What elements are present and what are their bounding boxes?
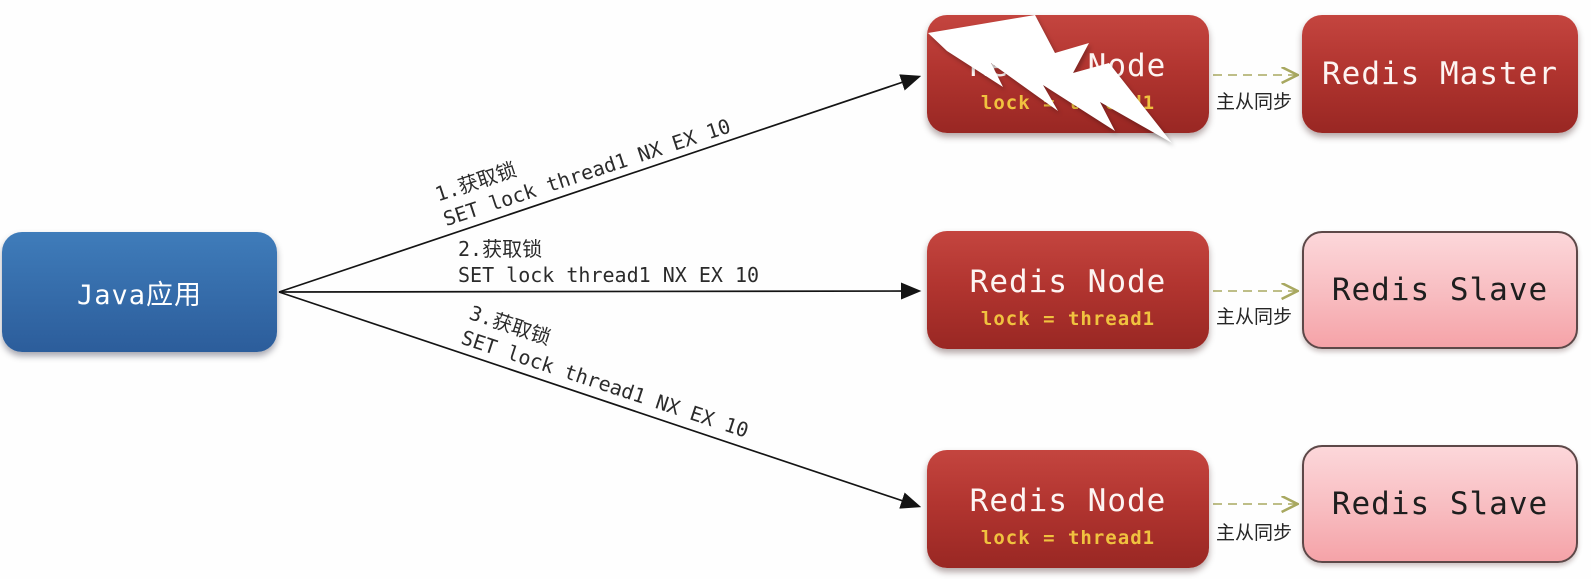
- arrow-acquire-2: [278, 282, 922, 300]
- sync-label-3: 主从同步: [1216, 522, 1293, 544]
- redis-master-node: Redis Master: [1302, 15, 1578, 133]
- java-app-label: Java应用: [76, 279, 203, 311]
- java-app-node: Java应用: [2, 232, 277, 352]
- redis-node-3: Redis Node lock = thread1: [927, 450, 1209, 568]
- redis-node-lock-value: lock = thread1: [980, 92, 1156, 114]
- acquire-step: 2.获取锁: [458, 237, 543, 261]
- redis-node-lock-value: lock = thread1: [980, 527, 1156, 549]
- redis-slave-node-2: Redis Slave: [1302, 445, 1578, 563]
- acquire-label-2: 2.获取锁 SET lock thread1 NX EX 10: [458, 236, 759, 288]
- arrow-acquire-3: [278, 291, 922, 509]
- sync-label-2: 主从同步: [1216, 306, 1293, 328]
- acquire-command: SET lock thread1 NX EX 10: [458, 263, 760, 287]
- redis-node-lock-value: lock = thread1: [980, 308, 1156, 330]
- redis-node-1: Redis Node lock = thread1: [927, 15, 1209, 133]
- redis-master-title: Redis Master: [1322, 56, 1558, 92]
- redis-slave-title: Redis Slave: [1331, 272, 1549, 308]
- redis-slave-title: Redis Slave: [1331, 486, 1549, 522]
- redis-node-title: Redis Node: [969, 483, 1167, 519]
- acquire-label-1: 1.获取锁 SET lock thread1 NX EX 10: [432, 88, 734, 232]
- redis-node-title: Redis Node: [969, 48, 1167, 84]
- sync-label-1: 主从同步: [1216, 91, 1293, 113]
- redis-slave-node-1: Redis Slave: [1302, 231, 1578, 349]
- redis-node-2: Redis Node lock = thread1: [927, 231, 1209, 349]
- acquire-label-3: 3.获取锁 SET lock thread1 NX EX 10: [458, 300, 760, 444]
- redis-node-title: Redis Node: [969, 264, 1167, 300]
